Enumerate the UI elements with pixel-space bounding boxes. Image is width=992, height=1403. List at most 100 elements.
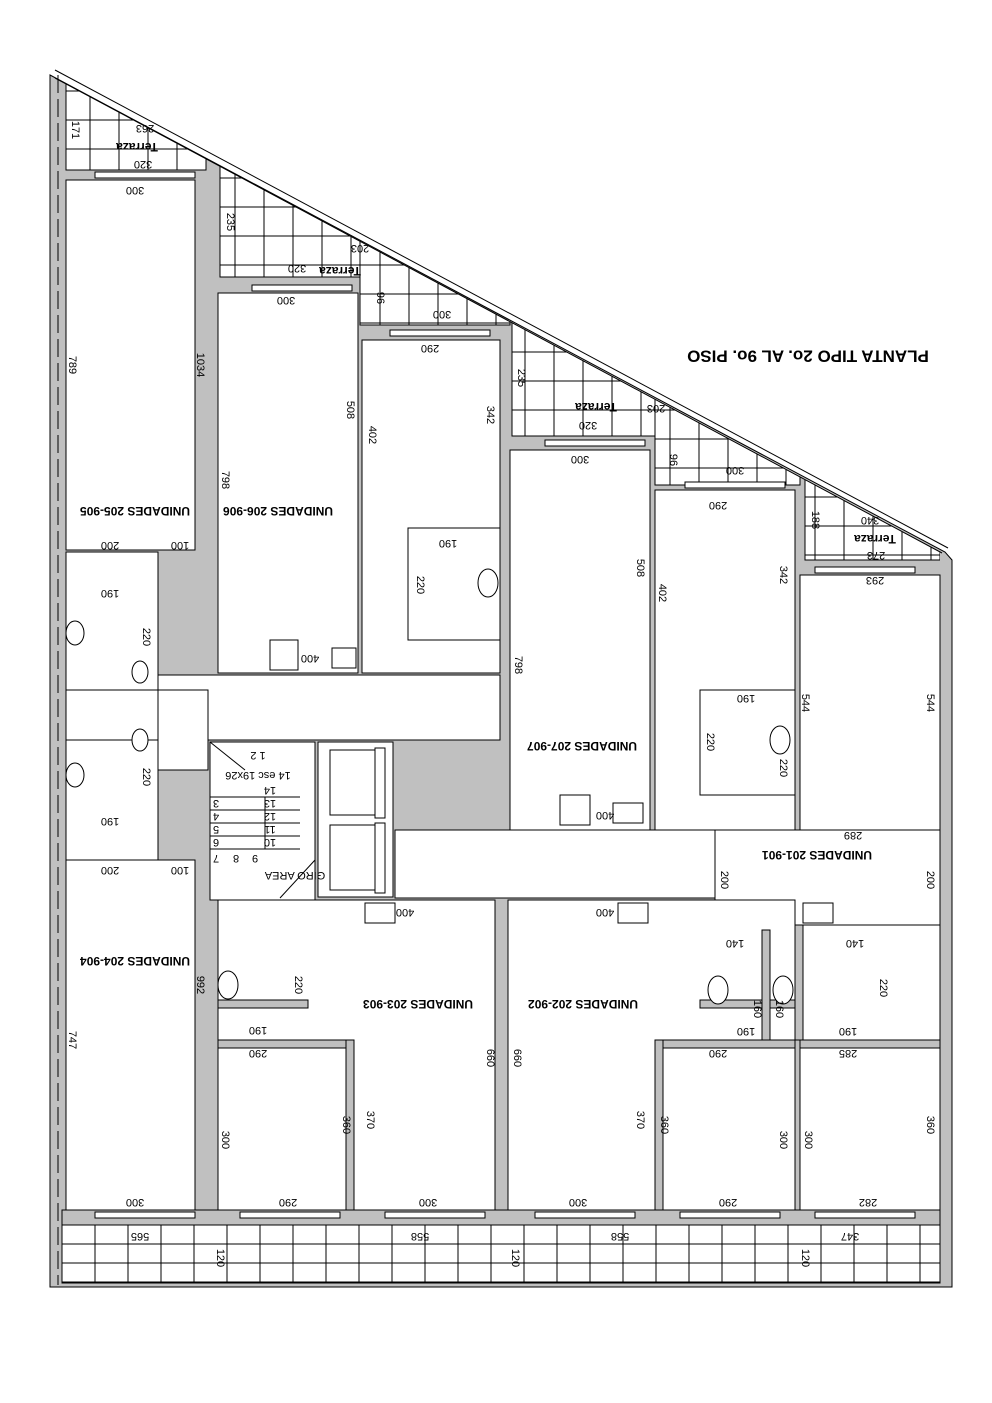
labels: PLANTA TIPO 2o. AL 9o. PISO UNIDADES 205-… <box>66 121 936 1267</box>
corridor <box>157 674 501 741</box>
dimension-label: 203 <box>647 402 665 414</box>
room-201-bed <box>799 574 941 831</box>
room-204-main <box>65 859 196 1211</box>
dimension-label: 273 <box>867 549 885 561</box>
dimension-label: 400 <box>596 809 614 821</box>
dimension-label: 290 <box>249 1047 267 1059</box>
dimension-label: 282 <box>859 1196 877 1208</box>
terrace-1 <box>65 80 207 171</box>
dimension-label: 342 <box>484 406 496 424</box>
dimension-label: 400 <box>396 906 414 918</box>
dimension-label: 120 <box>799 1249 811 1267</box>
plan-title: PLANTA TIPO 2o. AL 9o. PISO <box>687 347 929 366</box>
dimension-label: 300 <box>802 1131 814 1149</box>
dimension-label: 200 <box>101 864 119 876</box>
dimension-label: 203 <box>351 242 369 254</box>
dimension-label: 220 <box>704 733 716 751</box>
dimension-label: 402 <box>656 584 668 602</box>
dimension-label: 120 <box>214 1249 226 1267</box>
stove-icon <box>612 802 644 824</box>
unit-label: UNIDADES 203-903 <box>363 997 473 1011</box>
stair-number: 8 <box>233 852 239 864</box>
dimension-label: 300 <box>126 184 144 196</box>
dimension-label: 300 <box>777 1131 789 1149</box>
toilet-icon <box>131 660 149 684</box>
dimension-label: 660 <box>511 1049 523 1067</box>
dimension-label: 200 <box>924 871 936 889</box>
dimension-label: 171 <box>69 121 81 139</box>
sink-icon <box>769 725 791 755</box>
unit-label: UNIDADES 201-901 <box>762 848 872 862</box>
sink-icon <box>772 975 794 1005</box>
dimension-label: 544 <box>799 694 811 712</box>
fridge-icon <box>269 639 299 671</box>
stair-number: 4 <box>213 810 219 822</box>
dimension-label: 290 <box>709 1047 727 1059</box>
dimension-label: 140 <box>846 937 864 949</box>
stair-number: 14 esc 19x26 <box>225 769 290 781</box>
fridge-icon <box>559 794 591 826</box>
dimension-label: 200 <box>718 871 730 889</box>
dimension-label: 402 <box>366 426 378 444</box>
stair-number: 1 2 <box>250 749 265 761</box>
dimension-label: 300 <box>433 308 451 320</box>
dimension-label: 320 <box>134 158 152 170</box>
stair-number: 10 <box>264 836 276 848</box>
facade-line-inner <box>54 77 943 554</box>
dimension-label: 360 <box>924 1116 936 1134</box>
stove-icon <box>617 902 649 924</box>
unit-label: UNIDADES 204-904 <box>80 954 190 968</box>
dimension-label: 565 <box>131 1230 149 1242</box>
terrace-label: Terraza <box>575 400 617 414</box>
dimension-label: 370 <box>364 1111 376 1129</box>
dimension-label: 190 <box>249 1024 267 1036</box>
dimension-label: 300 <box>277 294 295 306</box>
room-201-bed2 <box>799 924 941 1211</box>
dimension-label: 747 <box>66 1031 78 1049</box>
terrace-label: Terraza <box>116 140 158 154</box>
corridor-3 <box>394 829 716 899</box>
dimension-label: 188 <box>809 511 821 529</box>
dimension-label: 360 <box>340 1116 352 1134</box>
dimension-label: 300 <box>219 1131 231 1149</box>
dimension-label: 544 <box>924 694 936 712</box>
unit-label: UNIDADES 202-902 <box>528 997 638 1011</box>
facade-line <box>54 69 949 549</box>
dimension-label: 220 <box>877 979 889 997</box>
dimension-label: 360 <box>658 1116 670 1134</box>
dimension-label: 370 <box>634 1111 646 1129</box>
dimension-label: 300 <box>126 1196 144 1208</box>
stair-note: GIRO AREA <box>264 869 325 881</box>
dimension-label: 340 <box>861 514 879 526</box>
sink-icon <box>707 975 729 1005</box>
stair-treads <box>209 741 316 899</box>
dimension-label: 289 <box>844 829 862 841</box>
stair-number: 14 <box>264 784 276 796</box>
dimension-label: 235 <box>515 369 527 387</box>
dimension-label: 190 <box>101 587 119 599</box>
dimension-label: 220 <box>777 759 789 777</box>
terrace-label: Terraza <box>319 264 361 278</box>
dimension-label: 120 <box>509 1249 521 1267</box>
dimension-label: 347 <box>841 1230 859 1242</box>
stove-icon <box>331 647 357 669</box>
toilet-icon <box>131 728 149 752</box>
sink-icon <box>65 620 85 646</box>
stair-number: 13 <box>264 797 276 809</box>
dimension-label: 96 <box>374 292 386 304</box>
dimension-label: 220 <box>140 628 152 646</box>
dimension-label: 300 <box>726 464 744 476</box>
dimension-label: 293 <box>866 574 884 586</box>
dimension-label: 220 <box>140 768 152 786</box>
dimension-label: 789 <box>66 356 78 374</box>
stair-number: 11 <box>264 823 275 835</box>
dimension-label: 100 <box>171 864 189 876</box>
dimension-label: 285 <box>839 1047 857 1059</box>
stove-icon <box>802 902 834 924</box>
dimension-label: 992 <box>194 976 206 994</box>
dimension-label: 190 <box>737 1025 755 1037</box>
dimension-label: 558 <box>411 1230 429 1242</box>
unit-label: UNIDADES 206-906 <box>223 504 333 518</box>
dimension-label: 798 <box>512 656 524 674</box>
unit-label: UNIDADES 205-905 <box>80 504 190 518</box>
